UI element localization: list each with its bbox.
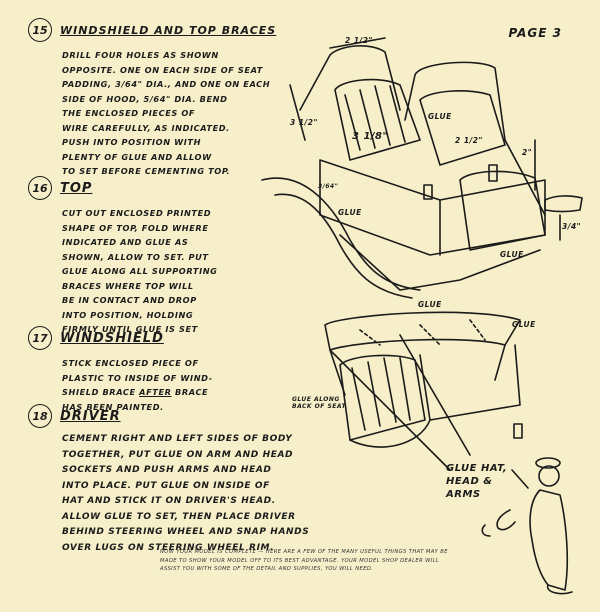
step-16-line: INDICATED AND GLUE AS [62,237,189,247]
fold-dash [359,319,486,346]
driver-foot [546,584,573,595]
seat-tufting [351,357,411,431]
step-number-17: 17 [28,326,52,350]
rear-seat [334,78,421,161]
lamp [513,423,523,439]
step-15-line: SIDE OF HOOD, 5/64" DIA. BEND [62,93,228,104]
step-18-line: BEHIND STEERING WHEEL AND SNAP HANDS [62,527,310,537]
step-18-line: ALLOW GLUE TO SET, THEN PLACE DRIVER [62,511,296,522]
step-title-16: TOP [60,180,93,196]
step-body-17: STICK ENCLOSED PIECE OF PLASTIC TO INSID… [62,356,278,414]
step-16: 16 TOP CUT OUT ENCLOSED PRINTED SHAPE OF… [28,176,278,337]
driver-body [529,489,569,591]
step-17-line: STICK ENCLOSED PIECE OF [62,358,199,368]
step-15-line: PUSH INTO POSITION WITH [62,137,202,147]
step-15: 15 WINDSHIELD AND TOP BRACES DRILL FOUR … [28,18,278,179]
fender-line [261,177,421,291]
rear-brace-wire [299,45,401,111]
step-15-line: THE ENCLOSED PIECES OF [62,108,196,118]
dimension-label: 2 1/2" [345,36,373,45]
lower-seat [339,354,426,441]
step-number-15: 15 [28,18,52,42]
step-16-line: BE IN CONTACT AND DROP [62,295,197,305]
lamp [423,184,433,200]
glue-label: GLUE [418,300,442,309]
step-15-line: PLENTY OF GLUE AND ALLOW [62,151,212,162]
car-frame-drawing [261,37,583,299]
dimension-line [329,37,386,49]
step-15-line: DRILL FOUR HOLES AS SHOWN [62,50,219,60]
driver-hand [481,524,491,537]
step-18-line: OVER LUGS ON STEERING WHEEL RIM. [62,542,275,553]
driver-hat [535,457,561,469]
page-number: PAGE 3 [508,26,562,40]
step-17-line: PLASTIC TO INSIDE OF WIND- [62,372,213,383]
step-18-line: INTO PLACE. PUT GLUE ON INSIDE OF [62,480,270,491]
glue-label: GLUE [428,112,452,121]
step-15-line: TO SET BEFORE CEMENTING TOP. [62,166,231,176]
windshield-brace-wire [404,61,506,141]
step-title-17: WINDSHIELD [60,330,164,346]
step-body-16: CUT OUT ENCLOSED PRINTED SHAPE OF TOP, F… [62,206,278,337]
driver-head [538,465,560,487]
step-17-line: SHIELD BRACE AFTER BRACE [62,385,278,400]
pointing-hand [544,195,583,213]
glue-hat-label: GLUE HAT, HEAD & ARMS [446,463,508,500]
step-number-18: 18 [28,404,52,428]
step-body-15: DRILL FOUR HOLES AS SHOWN OPPOSITE. ONE … [62,48,278,179]
body-side [419,344,521,421]
step-18-line: SOCKETS AND PUSH ARMS AND HEAD [62,465,272,475]
dimension-label: 3 1/8" [352,131,389,142]
step-title-18: DRIVER [60,408,121,424]
step-16-line: SHOWN, ALLOW TO SET. PUT [62,251,209,262]
windshield-frame [329,334,471,471]
step-17-underlined: AFTER [139,387,172,397]
step-17-text: SHIELD BRACE [62,387,140,397]
footer-note: NOW YOUR MODEL IS COMPLETE — HERE ARE A … [160,549,448,572]
step-18: 18 DRIVER [28,404,278,428]
seat-tufting [344,85,406,151]
dimension-label: 3/64" [318,183,339,190]
step-16-line: GLUE ALONG ALL SUPPORTING [62,266,218,276]
step-title-15: WINDSHIELD AND TOP BRACES [60,23,277,37]
dimension-label: 2 1/2" [455,136,483,145]
car-top-drawing [324,311,523,471]
step-17: 17 WINDSHIELD STICK ENCLOSED PIECE OF PL… [28,326,278,414]
dimension-label: 2" [522,148,533,157]
dimension-label: 3 1/2" [290,118,318,127]
step-16-line: FIRMLY UNTIL GLUE IS SET [62,324,198,334]
step-17-line: HAS BEEN PAINTED. [62,401,164,412]
chassis-line [339,234,541,291]
glue-label: GLUE [338,208,362,217]
step-15-line: PADDING, 3/64" DIA., AND ONE ON EACH [62,79,271,89]
glue-label: GLUE [512,320,536,329]
dimension-line [289,84,306,141]
lamp [488,164,498,182]
front-seat [419,90,506,166]
step-15-line: WIRE CAREFULLY, AS INDICATED. [62,122,230,133]
brace-wire [504,139,546,216]
driver-arm [496,509,516,531]
glue-label: GLUE [500,250,524,259]
step-15-line: OPPOSITE. ONE ON EACH SIDE OF SEAT [62,64,263,75]
glue-pointer-arrow [511,469,529,489]
step-16-line: SHAPE OF TOP, FOLD WHERE [62,222,209,233]
step-17-text: BRACE [171,387,209,397]
canopy-top [324,311,521,351]
step-18-line: CEMENT RIGHT AND LEFT SIDES OF BODY [62,434,293,444]
step-body-18: CEMENT RIGHT AND LEFT SIDES OF BODY TOGE… [62,432,362,556]
driver-figure [481,457,573,595]
step-16-line: INTO POSITION, HOLDING [62,309,194,320]
dimension-label: 3/4" [562,222,582,231]
step-18-line: HAT AND STICK IT ON DRIVER'S HEAD. [62,496,276,506]
step-number-16: 16 [28,176,52,200]
body-bottom [349,419,431,448]
fender-line [274,193,413,299]
step-16-line: BRACES WHERE TOP WILL [62,280,194,291]
step-16-line: CUT OUT ENCLOSED PRINTED [62,208,212,218]
step-18-line: TOGETHER, PUT GLUE ON ARM AND HEAD [62,449,294,460]
glue-label: GLUE ALONG BACK OF SEAT [292,396,347,410]
